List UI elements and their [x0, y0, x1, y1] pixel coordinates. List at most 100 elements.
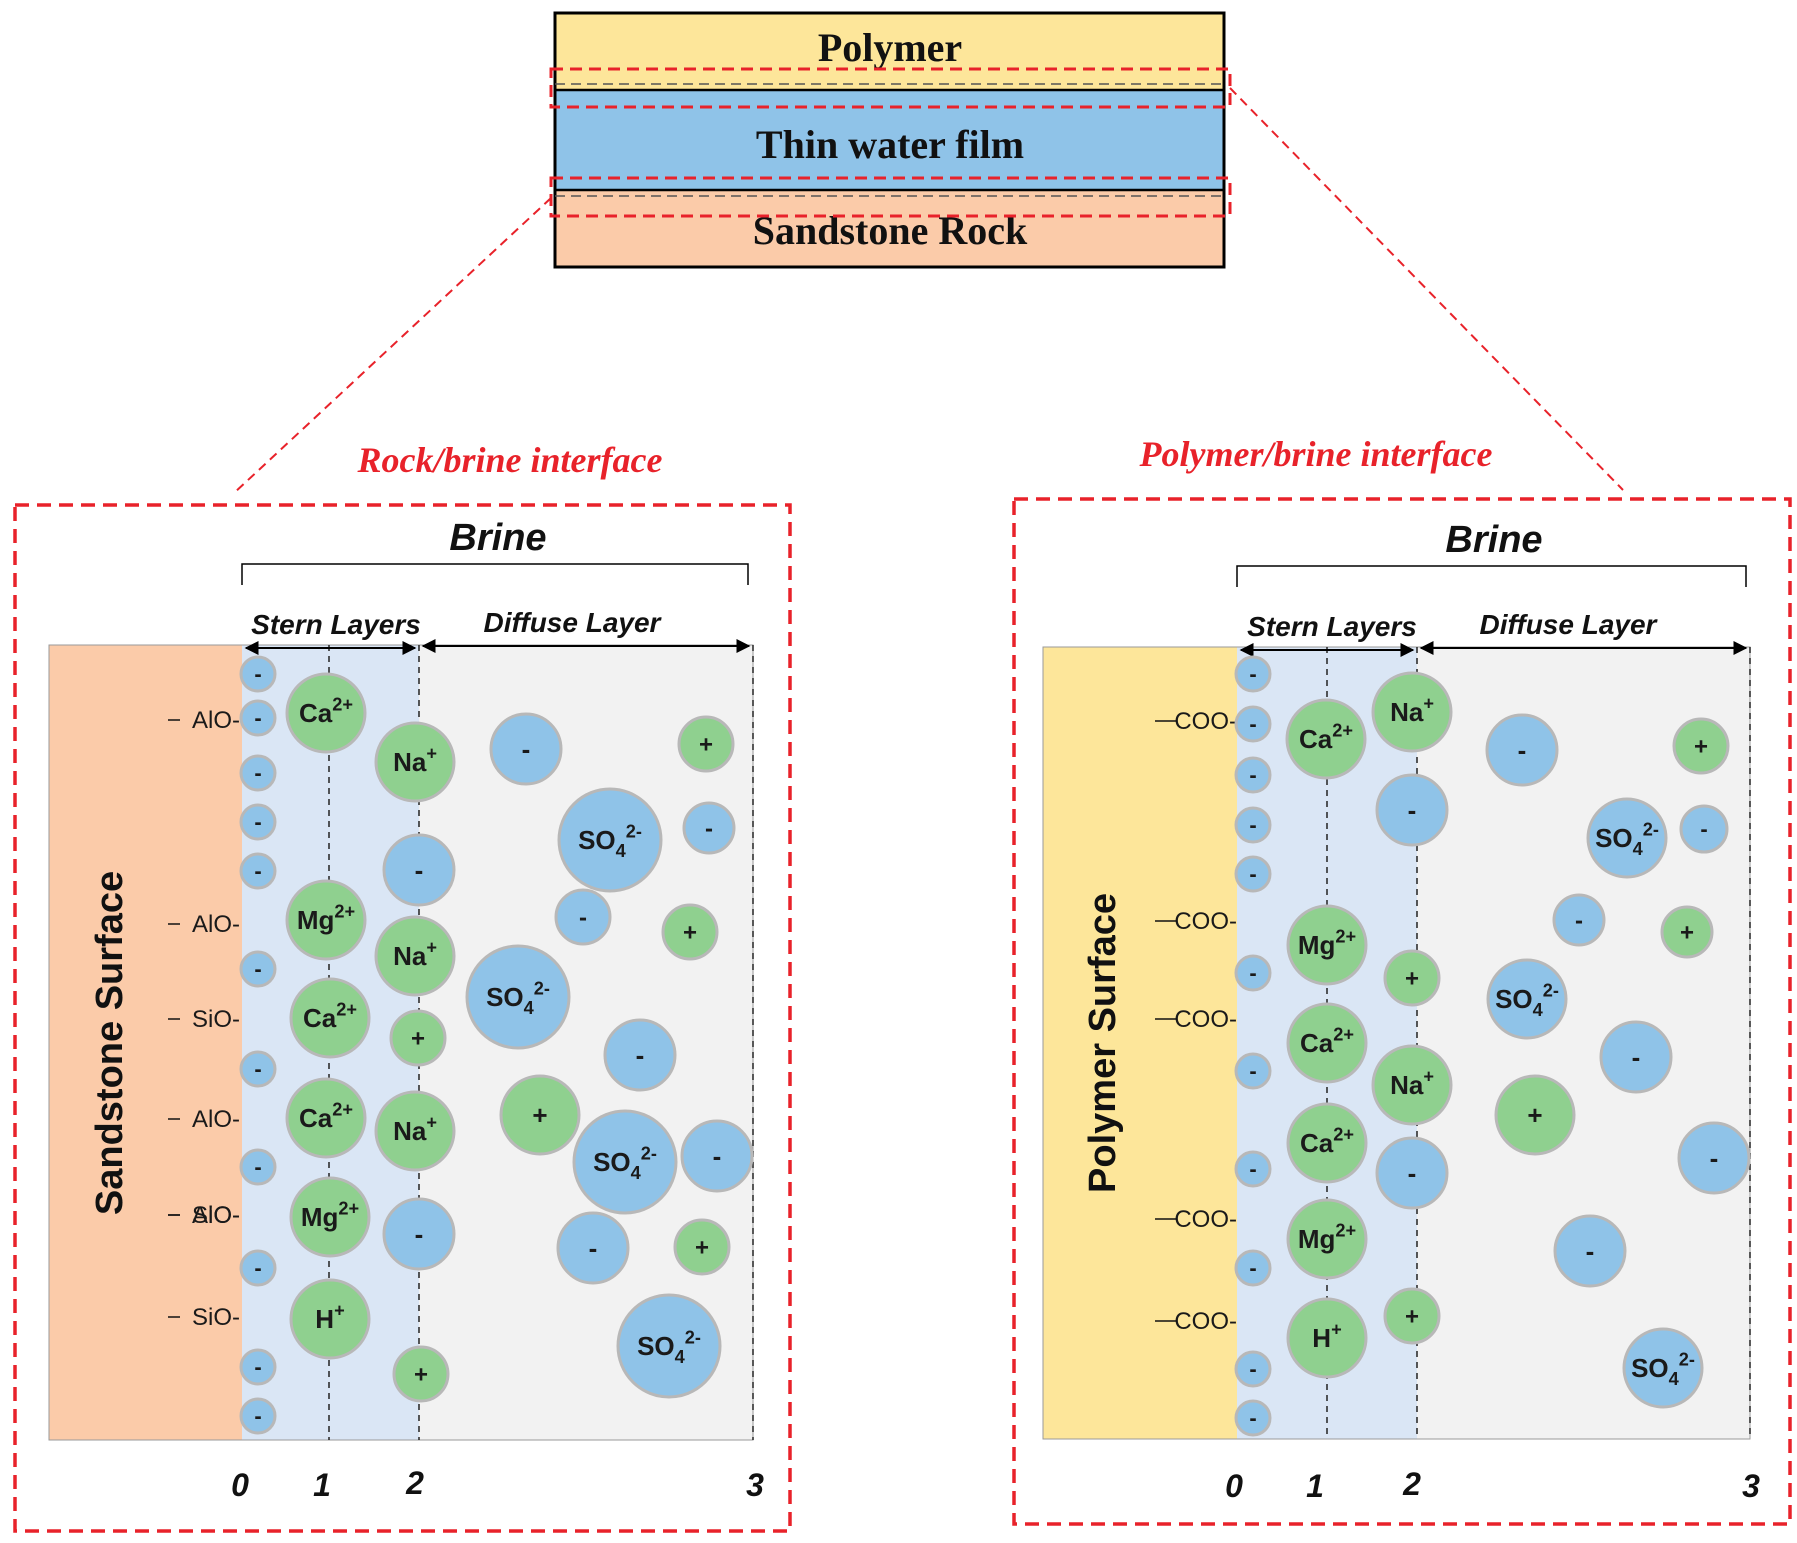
sodium-ion: Na+: [1371, 671, 1453, 753]
ion-label: -: [254, 859, 261, 884]
ion-label: -: [705, 815, 713, 842]
surface-group: SiO-: [168, 1304, 240, 1331]
ion-label: Ca2+: [303, 999, 357, 1033]
ion-label: -: [1632, 1042, 1641, 1072]
tick-label-0: 0: [1225, 1468, 1243, 1504]
ion-label: Ca2+: [299, 1099, 353, 1133]
tick-label-1: 1: [313, 1467, 331, 1503]
anion: -: [1677, 1121, 1751, 1195]
ion-label: +: [699, 731, 713, 758]
stern-layers-label: Stern Layers: [1247, 611, 1417, 642]
magnesium-ion: Mg2+: [1286, 904, 1368, 986]
ion-label: H+: [315, 1300, 344, 1334]
sulfate-ion: SO42-: [465, 944, 571, 1050]
brine-label: Brine: [1445, 519, 1542, 561]
anion: -: [382, 1197, 456, 1271]
anion: -: [1234, 1249, 1272, 1287]
ion-label: -: [1408, 1158, 1417, 1188]
ion-label: -: [254, 1355, 261, 1380]
ion-label: -: [579, 904, 587, 931]
anion: -: [1234, 855, 1272, 893]
anion: -: [239, 1249, 277, 1287]
ion-label: -: [254, 1155, 261, 1180]
rock-brine-frame: [13, 503, 792, 1533]
ion-label: +: [1694, 733, 1708, 760]
ion-label: Na+: [1390, 1066, 1434, 1100]
surface-group: SiO-: [168, 1202, 240, 1229]
anion: -: [554, 888, 612, 946]
ion-label: +: [414, 1361, 428, 1388]
surface-group: COO-: [1155, 1206, 1237, 1233]
ion-label: Mg2+: [297, 901, 355, 935]
surface-group: COO-: [1155, 908, 1237, 935]
anion: -: [382, 833, 456, 907]
tick-label-2: 2: [405, 1465, 424, 1501]
anion: -: [1234, 1350, 1272, 1388]
ion-label: -: [1249, 1059, 1256, 1084]
surface-group-label: AlO-: [192, 707, 240, 734]
ion-label: -: [254, 957, 261, 982]
surface-group-label: AlO-: [192, 1106, 240, 1133]
calcium-ion: Ca2+: [285, 1077, 367, 1159]
surface-group: COO-: [1155, 1006, 1237, 1033]
water-film-label: Thin water film: [756, 122, 1024, 167]
cation: +: [1383, 949, 1441, 1007]
ion-label: Na+: [393, 937, 437, 971]
diffuse-layer-label: Diffuse Layer: [484, 607, 663, 638]
tick-label-3: 3: [1742, 1468, 1760, 1504]
diffuse-layer-region: [1417, 647, 1750, 1439]
ion-label: -: [1518, 735, 1527, 765]
surface-groups: AlO-AlO-SiO-AlO-SiO-SiO-AlO-: [168, 707, 240, 1331]
calcium-ion: Ca2+: [289, 977, 371, 1059]
anion: -: [1234, 1052, 1272, 1090]
surface-group-label: COO-: [1174, 1206, 1237, 1233]
ion-label: +: [1405, 1303, 1419, 1330]
ion-label: -: [254, 1256, 261, 1281]
ion-label: SO42-: [593, 1143, 657, 1183]
anion: -: [239, 699, 277, 737]
anion: -: [239, 852, 277, 890]
hydrogen-ion: H+: [289, 1278, 371, 1360]
anion: -: [489, 712, 563, 786]
magnesium-ion: Mg2+: [289, 1176, 371, 1258]
surface-group: AlO-: [168, 911, 240, 938]
anion: -: [556, 1211, 630, 1285]
sulfate-ion: SO42-: [616, 1293, 722, 1399]
ion-label: -: [1710, 1143, 1719, 1173]
surface-group: COO-: [1155, 1308, 1237, 1335]
rock-brine-panel: Rock/brine interface Sandstone Surface B…: [13, 440, 792, 1533]
surface-group: AlO-: [168, 707, 240, 734]
ion-label: -: [254, 662, 261, 687]
ion-label: -: [1249, 1157, 1256, 1182]
ion-label: -: [1586, 1236, 1595, 1266]
anion: -: [1375, 1136, 1449, 1210]
cation: +: [1494, 1074, 1576, 1156]
brine-bracket: [1236, 565, 1747, 587]
stern-layers-label: Stern Layers: [251, 609, 421, 640]
calcium-ion: Ca2+: [1286, 1102, 1368, 1184]
tick-label-1: 1: [1306, 1468, 1324, 1504]
ion-label: Ca2+: [1299, 720, 1353, 754]
diffuse-layer-label: Diffuse Layer: [1480, 609, 1659, 640]
ion-label: +: [1527, 1100, 1542, 1130]
brine-bracket: [241, 563, 749, 585]
ion-label: -: [1249, 1256, 1256, 1281]
anion: -: [239, 754, 277, 792]
surface-group-label: SiO-: [192, 1202, 240, 1229]
cation: +: [389, 1009, 447, 1067]
anion: -: [1485, 713, 1559, 787]
ion-label: Na+: [393, 1112, 437, 1146]
anion: -: [239, 655, 277, 693]
ion-label: -: [1408, 795, 1417, 825]
anion: -: [1234, 1150, 1272, 1188]
surface-group-label: AlO-: [192, 1202, 240, 1229]
surface-group-label: SiO-: [192, 1304, 240, 1331]
surface-groups: COO-COO-COO-COO-COO-: [1155, 708, 1237, 1335]
ion-label: +: [695, 1234, 709, 1261]
ion-label: SO42-: [1631, 1349, 1695, 1389]
sandstone-surface-region: [49, 645, 242, 1440]
polymer-brine-title: Polymer/brine interface: [1139, 434, 1493, 474]
connector-right: [1229, 87, 1624, 491]
ion-label: -: [1249, 662, 1256, 687]
